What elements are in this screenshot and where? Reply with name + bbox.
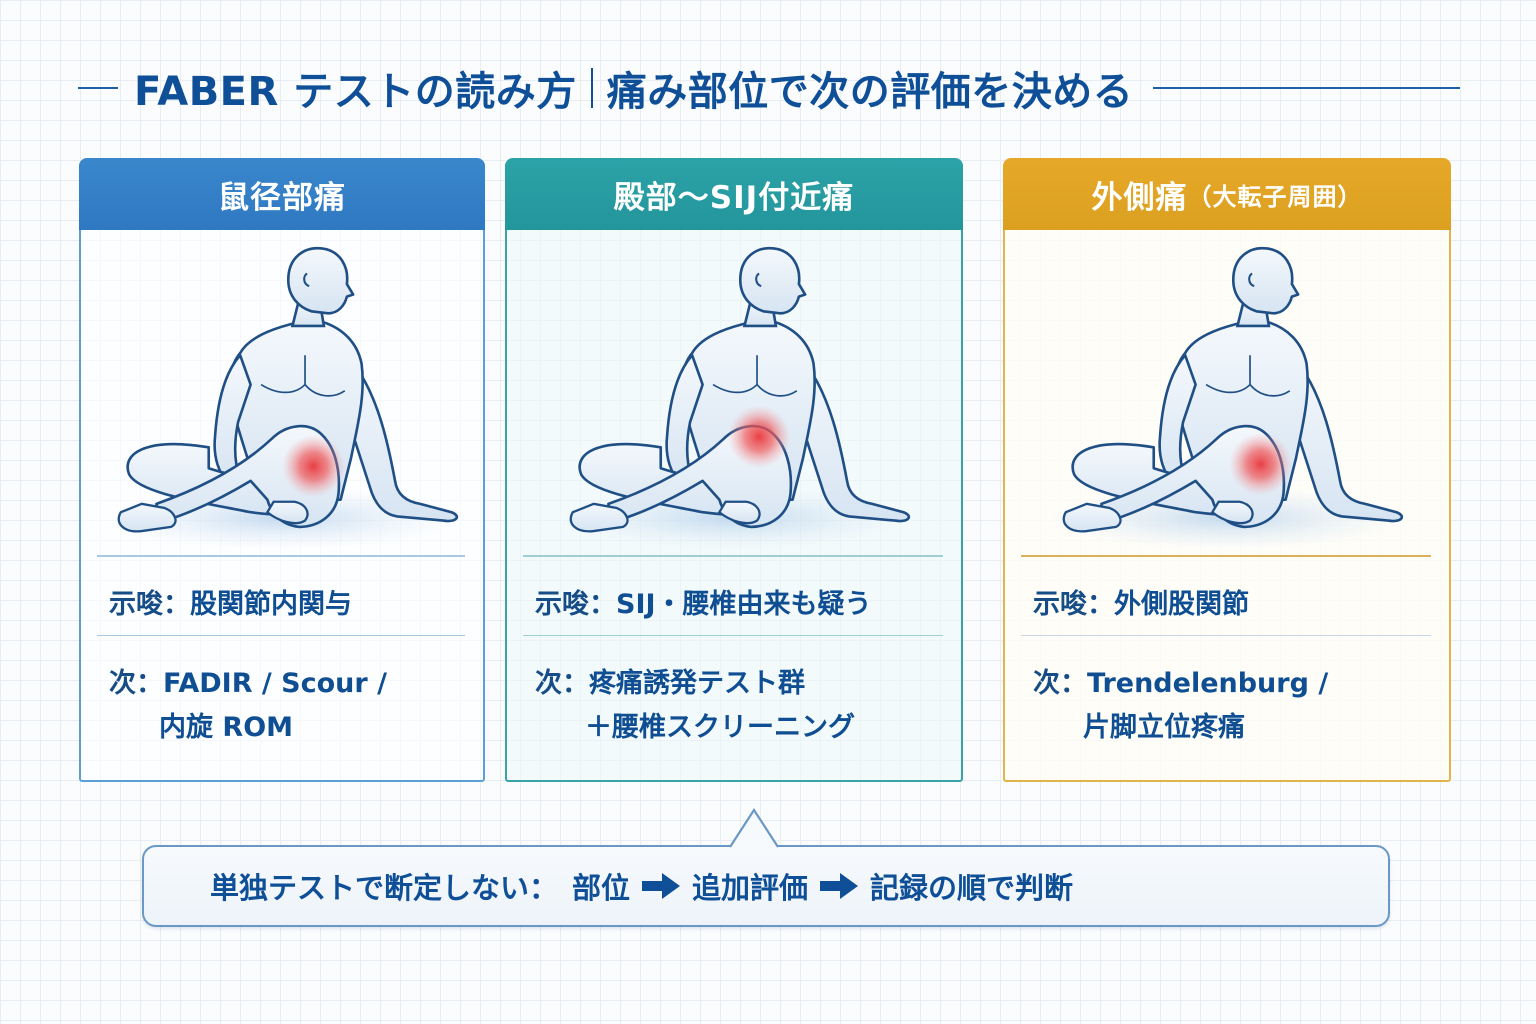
card-lateral-pain: 外側痛（大転子周囲） 示唆：外側股関節 次：Trendelenburg / 片脚…: [1003, 158, 1451, 782]
card-title-sub: （大転子周囲）: [1187, 182, 1363, 211]
next-step-value-2: 片脚立位疼痛: [1083, 712, 1245, 743]
card-body: 示唆：股関節内関与 次：FADIR / Scour / 内旋 ROM: [79, 230, 485, 782]
divider: [523, 555, 943, 557]
next-step-line: 次：FADIR / Scour / 内旋 ROM: [109, 662, 387, 750]
suggestion-value: 股関節内関与: [190, 589, 352, 620]
title-separator: [590, 68, 593, 108]
card-title: 鼠径部痛: [218, 179, 346, 216]
next-step-value-2: 内旋 ROM: [159, 712, 294, 743]
right-arrow-icon: [820, 873, 859, 899]
title-rule-left: [78, 87, 118, 89]
next-step-line: 次：疼痛誘発テスト群 ＋腰椎スクリーニング: [535, 662, 855, 750]
callout-step-3: 記録の順で判断: [870, 871, 1074, 905]
next-step-value-1: 疼痛誘発テスト群: [589, 668, 805, 699]
faber-figure-illustration: [1005, 238, 1449, 552]
pain-marker-icon: [727, 405, 791, 469]
suggestion-line: 示唆：股関節内関与: [109, 589, 352, 620]
card-buttock-sij-pain: 殿部〜SIJ付近痛 示唆：SIJ・腰椎由来も疑う 次：疼痛誘発テスト群 ＋腰椎ス…: [505, 158, 963, 782]
divider: [97, 635, 465, 636]
callout-step-2: 追加評価: [692, 871, 809, 905]
pain-marker-icon: [1229, 432, 1292, 496]
card-header: 殿部〜SIJ付近痛: [505, 158, 963, 230]
next-step-value-1: Trendelenburg /: [1087, 668, 1329, 699]
divider: [97, 555, 465, 557]
card-header: 鼠径部痛: [79, 158, 485, 230]
title-rule-right: [1153, 87, 1460, 89]
title-part-1: FABER テストの読み方: [134, 69, 577, 115]
summary-callout: 単独テストで断定しない： 部位 追加評価 記録の順で判断: [142, 845, 1390, 927]
suggestion-line: 示唆：外側股関節: [1033, 589, 1249, 620]
suggestion-line: 示唆：SIJ・腰椎由来も疑う: [535, 589, 872, 620]
pain-marker-icon: [282, 434, 345, 498]
faber-figure-illustration: [507, 238, 961, 552]
faber-figure-illustration: [81, 238, 483, 552]
card-groin-pain: 鼠径部痛 示唆：股関節内関与 次：FADIR / Scour / 内旋 ROM: [79, 158, 485, 782]
callout-lead: 単独テストで断定しない：: [210, 871, 559, 905]
callout-pointer: [730, 808, 778, 848]
callout-step-1: 部位: [572, 871, 631, 905]
card-title: 外側痛: [1091, 179, 1188, 216]
card-header: 外側痛（大転子周囲）: [1003, 158, 1451, 230]
divider: [1021, 555, 1431, 557]
card-title: 殿部〜SIJ付近痛: [613, 179, 855, 216]
card-body: 示唆：外側股関節 次：Trendelenburg / 片脚立位疼痛: [1003, 230, 1451, 782]
page-title: FABER テストの読み方 痛み部位で次の評価を決める: [134, 59, 1133, 117]
suggestion-value: SIJ・腰椎由来も疑う: [616, 589, 872, 620]
divider: [1021, 635, 1431, 636]
suggestion-value: 外側股関節: [1114, 589, 1249, 620]
title-row: FABER テストの読み方 痛み部位で次の評価を決める: [78, 58, 1460, 118]
next-step-value-2: ＋腰椎スクリーニング: [585, 712, 855, 743]
next-step-value-1: FADIR / Scour /: [163, 668, 387, 699]
next-step-line: 次：Trendelenburg / 片脚立位疼痛: [1033, 662, 1328, 750]
divider: [523, 635, 943, 636]
card-body: 示唆：SIJ・腰椎由来も疑う 次：疼痛誘発テスト群 ＋腰椎スクリーニング: [505, 230, 963, 782]
right-arrow-icon: [642, 873, 681, 899]
title-part-2: 痛み部位で次の評価を決める: [606, 69, 1134, 115]
